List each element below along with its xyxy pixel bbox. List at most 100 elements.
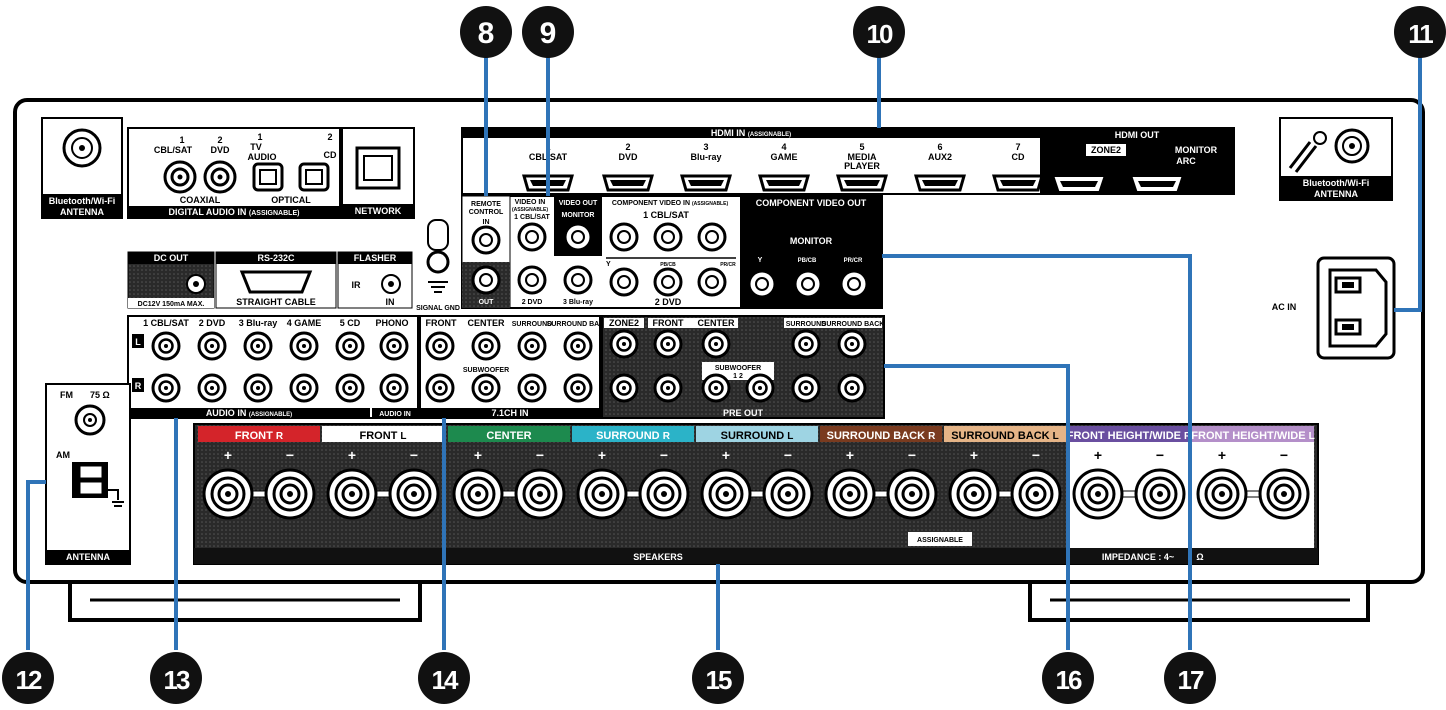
bt-antenna-left: Bluetooth/Wi-Fi ANTENNA [41,117,123,219]
comp-in2-pb-jack[interactable] [653,267,683,297]
comp-out-pr-jack[interactable] [839,269,869,299]
ch71-top-jack-1[interactable] [425,331,455,361]
speaker-terminal-8-plus[interactable] [1072,468,1124,520]
audio-in-5-l-jack[interactable] [335,331,365,361]
coax1-num: 1 [179,135,184,145]
ch71-bottom-jack-3[interactable] [517,373,547,403]
hdmi-in-port-6[interactable] [914,174,966,192]
network-port[interactable]: NETWORK [341,127,415,219]
callout-number-14: 14 [432,665,459,695]
video-in2-jack[interactable] [517,265,547,295]
ch71-top-jack-4[interactable] [563,331,593,361]
hdmi-in-name-3: Blu-ray [690,152,721,162]
speaker-terminal-2-minus[interactable] [388,468,440,520]
minus-sign: − [1032,447,1040,463]
minus-sign: − [908,447,916,463]
audio-in-3-l-jack[interactable] [243,331,273,361]
phono-r-jack[interactable] [379,373,409,403]
speaker-terminal-7-plus[interactable] [948,468,1000,520]
speaker-terminal-5-minus[interactable] [762,468,814,520]
hdmi-in-name-6: AUX2 [928,152,952,162]
remote-in: IN [483,219,490,226]
speaker-channel-5: SURROUND L+− [696,426,818,520]
video-in2: 2 DVD [522,299,543,306]
hdmi-in-port-4[interactable] [758,174,810,192]
preout-top-jack-5[interactable] [837,329,867,359]
speaker-terminal-7-minus[interactable] [1010,468,1062,520]
speaker-terminal-5-plus[interactable] [700,468,752,520]
comp-in1-y-jack[interactable] [609,222,639,252]
preout-top-jack-1[interactable] [609,329,639,359]
audio-in-5-r-jack[interactable] [335,373,365,403]
speaker-terminal-9-plus[interactable] [1196,468,1248,520]
speakers-title: SPEAKERS [633,552,683,562]
remote-out-jack[interactable] [471,265,501,295]
preout-sub1-jack[interactable] [701,373,731,403]
speaker-terminal-4-plus[interactable] [576,468,628,520]
comp-in2-pr-jack[interactable] [697,267,727,297]
hdmi-in-port-5[interactable] [836,174,888,192]
audio-in-4-r-jack[interactable] [289,373,319,403]
audio-in-3-r-jack[interactable] [243,373,273,403]
ac-inlet[interactable]: AC IN [1272,256,1396,360]
audio-in-2-r-jack[interactable] [197,373,227,403]
audio-in-1-r-jack[interactable] [151,373,181,403]
speaker-terminal-4-minus[interactable] [638,468,690,520]
speaker-terminal-1-minus[interactable] [264,468,316,520]
bt-left-line1: Bluetooth/Wi-Fi [49,196,115,206]
preout-bottom-jack-2[interactable] [653,373,683,403]
comp-out-pb-jack[interactable] [793,269,823,299]
comp-in1-pb-jack[interactable] [653,222,683,252]
speaker-terminal-2-plus[interactable] [326,468,378,520]
audio-in-2-l-jack[interactable] [197,331,227,361]
speaker-terminal-1-plus[interactable] [202,468,254,520]
optical-jack-1[interactable] [252,162,284,192]
speaker-terminal-6-plus[interactable] [824,468,876,520]
coaxial-jack-2[interactable] [203,160,237,194]
preout-top-jack-4[interactable] [791,329,821,359]
preout-sub2-jack[interactable] [745,373,775,403]
ch71-top-jack-3[interactable] [517,331,547,361]
speaker-terminal-9-minus[interactable] [1258,468,1310,520]
preout-top-jack-3[interactable] [701,329,731,359]
video-in1-jack[interactable] [517,222,547,252]
rs232c-port[interactable]: RS-232C STRAIGHT CABLE [215,251,337,309]
hdmi-in-name-2: DVD [618,152,638,162]
signal-gnd-terminal[interactable]: SIGNAL GND [416,219,460,312]
optical-jack-2[interactable] [298,162,330,192]
preout-bottom-jack-4[interactable] [837,373,867,403]
comp-in2-y-jack[interactable] [609,267,639,297]
preout-bottom-jack-1[interactable] [609,373,639,403]
audio-in-4-l-jack[interactable] [289,331,319,361]
ch71-bottom-jack-1[interactable] [425,373,455,403]
fm-jack[interactable] [74,404,106,436]
ch71-top-jack-2[interactable] [471,331,501,361]
hdmi-in-port-3[interactable] [680,174,732,192]
video-in3-jack[interactable] [563,265,593,295]
hdmi-in-port-2[interactable] [602,174,654,192]
comp-out-y-jack[interactable] [747,269,777,299]
am-terminal[interactable] [72,462,124,507]
preout-bottom-jack-3[interactable] [791,373,821,403]
speaker-terminal-8-minus[interactable] [1134,468,1186,520]
component-video-out: COMPONENT VIDEO OUT MONITOR Y PB/CB PR/C… [740,196,882,308]
video-out-jack[interactable] [563,222,593,252]
callout-8: 8 [460,6,512,58]
ch71-bottom-jack-4[interactable] [563,373,593,403]
flasher-in[interactable]: FLASHER IR IN [337,251,413,309]
phono-l-jack[interactable] [379,331,409,361]
ac-in-label: AC IN [1272,302,1297,312]
coaxial-jack-1[interactable] [163,160,197,194]
comp-in1-pr-jack[interactable] [697,222,727,252]
remote-in-jack[interactable] [471,225,501,255]
hdmi-out-monitor-port[interactable] [1132,177,1182,191]
preout-top-jack-2[interactable] [653,329,683,359]
hdmi-out-zone2-port[interactable] [1054,177,1104,191]
speaker-terminal-3-plus[interactable] [452,468,504,520]
speaker-terminal-3-minus[interactable] [514,468,566,520]
audio-in-1-l-jack[interactable] [151,331,181,361]
hdmi-in-port-7[interactable] [992,174,1044,192]
ch71-bottom-jack-2[interactable] [471,373,501,403]
speaker-terminal-6-minus[interactable] [886,468,938,520]
minus-sign: − [1156,447,1164,463]
